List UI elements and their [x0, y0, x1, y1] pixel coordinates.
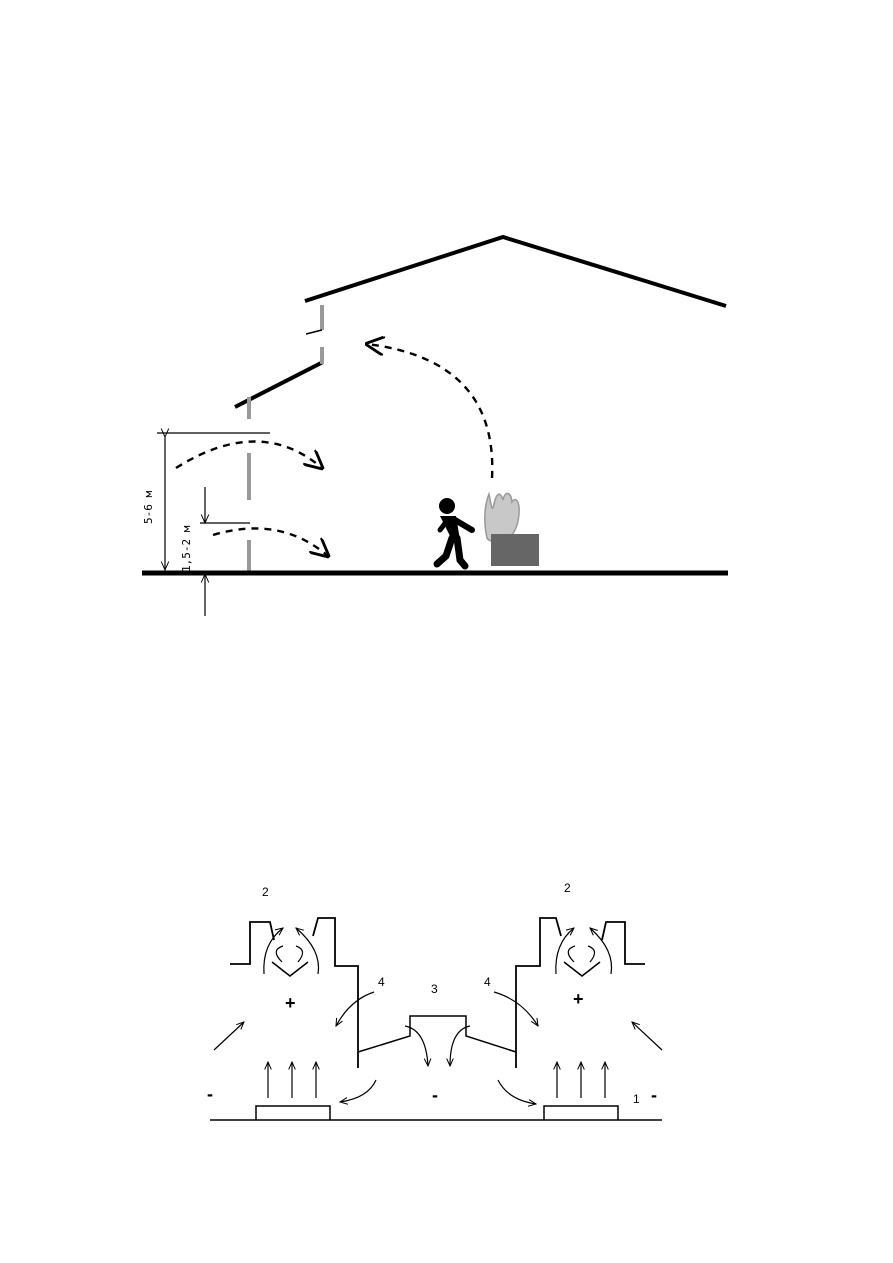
left-inflow-arrow — [213, 1022, 244, 1051]
aeration-scheme-figure: 2 2 3 4 4 1 + + - - - — [207, 881, 663, 1121]
sign-plus-left: + — [285, 993, 296, 1013]
label-1: 1 — [633, 1092, 640, 1106]
right-heat-arrows — [557, 1062, 605, 1098]
lower-inflow-arrow — [212, 527, 328, 556]
right-roof-lantern — [515, 917, 645, 1068]
central-roof — [357, 1015, 517, 1066]
right-return-arrow — [497, 1079, 536, 1104]
sign-minus-right: - — [651, 1085, 657, 1105]
dim-label-small: 1,5-2 м — [180, 525, 193, 572]
label-3: 3 — [431, 982, 438, 996]
label-4-right: 4 — [484, 975, 491, 989]
left-heat-arrows — [268, 1062, 316, 1098]
label-2-right: 2 — [564, 881, 571, 895]
heat-rise-arrow — [367, 344, 494, 479]
left-flow-4-arrow — [336, 991, 375, 1026]
dim-label-large: 5-6 м — [142, 491, 155, 524]
left-roof-lantern — [230, 917, 359, 1068]
label-2-left: 2 — [262, 885, 269, 899]
upper-inflow-arrow — [175, 440, 322, 469]
sign-plus-right: + — [573, 989, 584, 1009]
sign-minus-center: - — [432, 1085, 438, 1105]
right-inflow-arrow — [632, 1022, 663, 1051]
left-return-arrow — [340, 1079, 377, 1102]
right-heat-block — [543, 1105, 619, 1120]
right-flow-4-arrow — [493, 991, 538, 1026]
left-heat-block — [255, 1105, 331, 1120]
worker-person-icon — [433, 498, 475, 570]
main-roof — [304, 234, 727, 308]
sign-minus-left: - — [207, 1084, 213, 1104]
heat-source-box — [491, 534, 539, 566]
label-4-left: 4 — [378, 975, 385, 989]
building-section-figure: 5-6 м 1,5-2 м — [142, 234, 728, 616]
lantern-flap — [305, 329, 323, 335]
